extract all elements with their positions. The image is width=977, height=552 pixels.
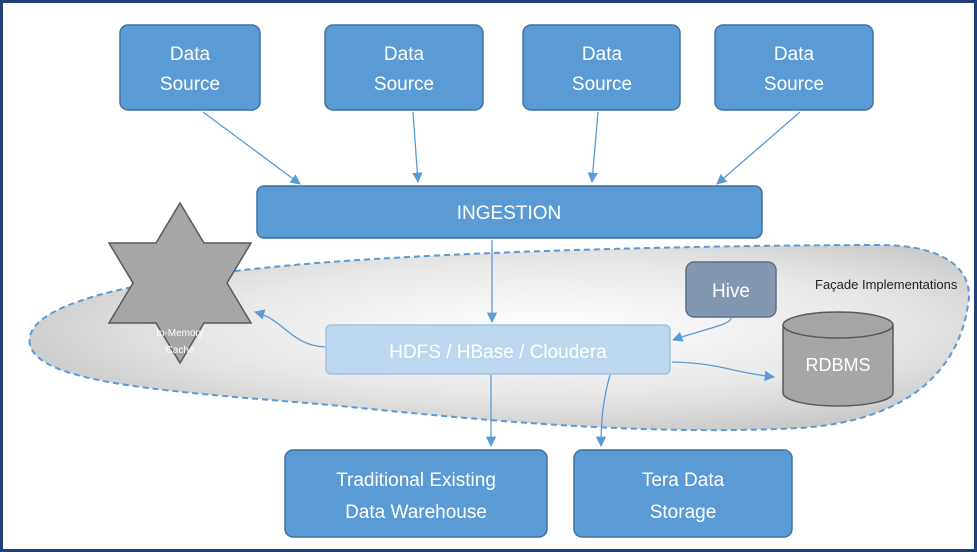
arrow-source1-ingestion <box>202 111 301 185</box>
data-source-label: Source <box>764 74 824 95</box>
data-source-box-2: Data Source <box>324 24 484 111</box>
warehouse-box: Traditional Existing Data Warehouse <box>284 449 548 538</box>
arrow-source3-ingestion <box>587 111 599 184</box>
hdfs-box: HDFS / HBase / Cloudera <box>325 324 671 375</box>
arrow-hdfs-rdbms <box>671 361 776 382</box>
arrow-source4-ingestion <box>716 111 801 185</box>
data-source-label: Data <box>384 44 425 65</box>
data-source-box-1: Data Source <box>119 24 261 111</box>
arrow-hdfs-teradata <box>595 374 611 448</box>
hive-box: Hive <box>685 261 777 318</box>
warehouse-label: Data Warehouse <box>345 502 487 523</box>
arrow-hdfs-cache <box>253 309 326 348</box>
hive-label: Hive <box>712 281 750 302</box>
rdbms-cylinder: RDBMS <box>782 311 894 407</box>
ingestion-box: INGESTION <box>256 185 763 239</box>
rdbms-label: RDBMS <box>805 355 870 375</box>
teradata-label: Tera Data <box>642 470 725 491</box>
data-source-box-4: Data Source <box>714 24 874 111</box>
data-source-label: Data <box>170 44 211 65</box>
cache-label: Cache <box>166 345 195 356</box>
arrow-source2-ingestion <box>412 111 423 184</box>
data-source-label: Data <box>582 44 623 65</box>
arrow-hive-hdfs <box>672 317 732 342</box>
cache-label: In-Memory <box>156 328 204 339</box>
hdfs-label: HDFS / HBase / Cloudera <box>389 342 607 363</box>
data-source-label: Data <box>774 44 815 65</box>
data-source-label: Source <box>572 74 632 95</box>
teradata-box: Tera Data Storage <box>573 449 793 538</box>
data-source-box-3: Data Source <box>522 24 681 111</box>
ingestion-label: INGESTION <box>457 203 562 224</box>
in-memory-cache-star: In-Memory Cache <box>107 201 253 365</box>
teradata-label: Storage <box>650 502 717 523</box>
data-source-label: Source <box>374 74 434 95</box>
warehouse-label: Traditional Existing <box>336 470 496 491</box>
facade-label: Façade Implementations <box>815 277 958 292</box>
data-source-label: Source <box>160 74 220 95</box>
